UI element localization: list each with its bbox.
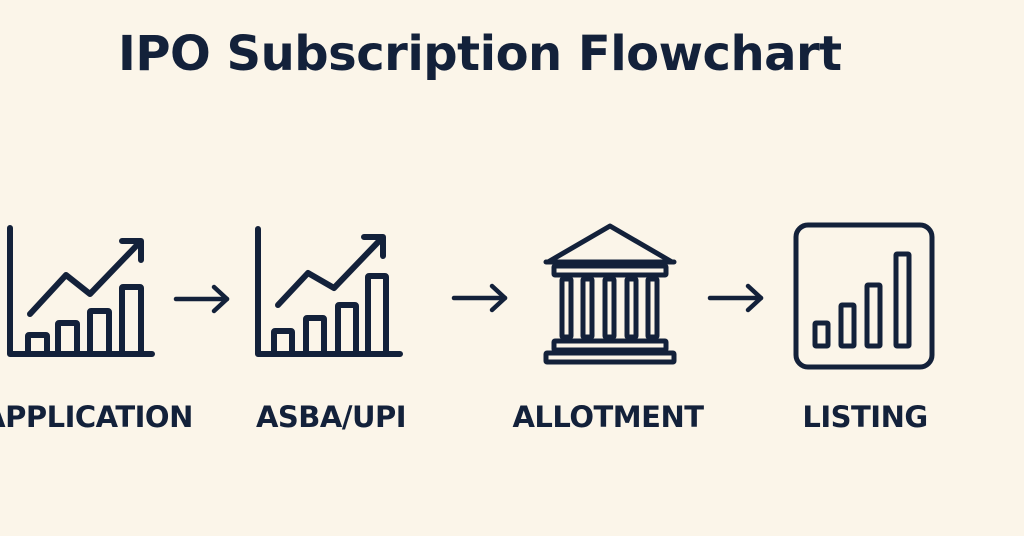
growth-chart-icon bbox=[4, 222, 156, 362]
growth-chart-icon bbox=[252, 225, 404, 365]
right-arrow-icon bbox=[450, 283, 510, 313]
bar-chart-box-icon bbox=[792, 221, 936, 371]
right-arrow-icon bbox=[172, 284, 232, 314]
step-label-application: APPLICATION bbox=[0, 400, 193, 434]
step-label-allotment: ALLOTMENT bbox=[512, 400, 704, 434]
step-label-asba-upi: ASBA/UPI bbox=[255, 400, 407, 434]
right-arrow-icon bbox=[706, 283, 766, 313]
diagram-title: IPO Subscription Flowchart bbox=[118, 26, 842, 82]
step-label-listing: LISTING bbox=[802, 400, 928, 434]
bank-building-icon bbox=[540, 220, 680, 366]
